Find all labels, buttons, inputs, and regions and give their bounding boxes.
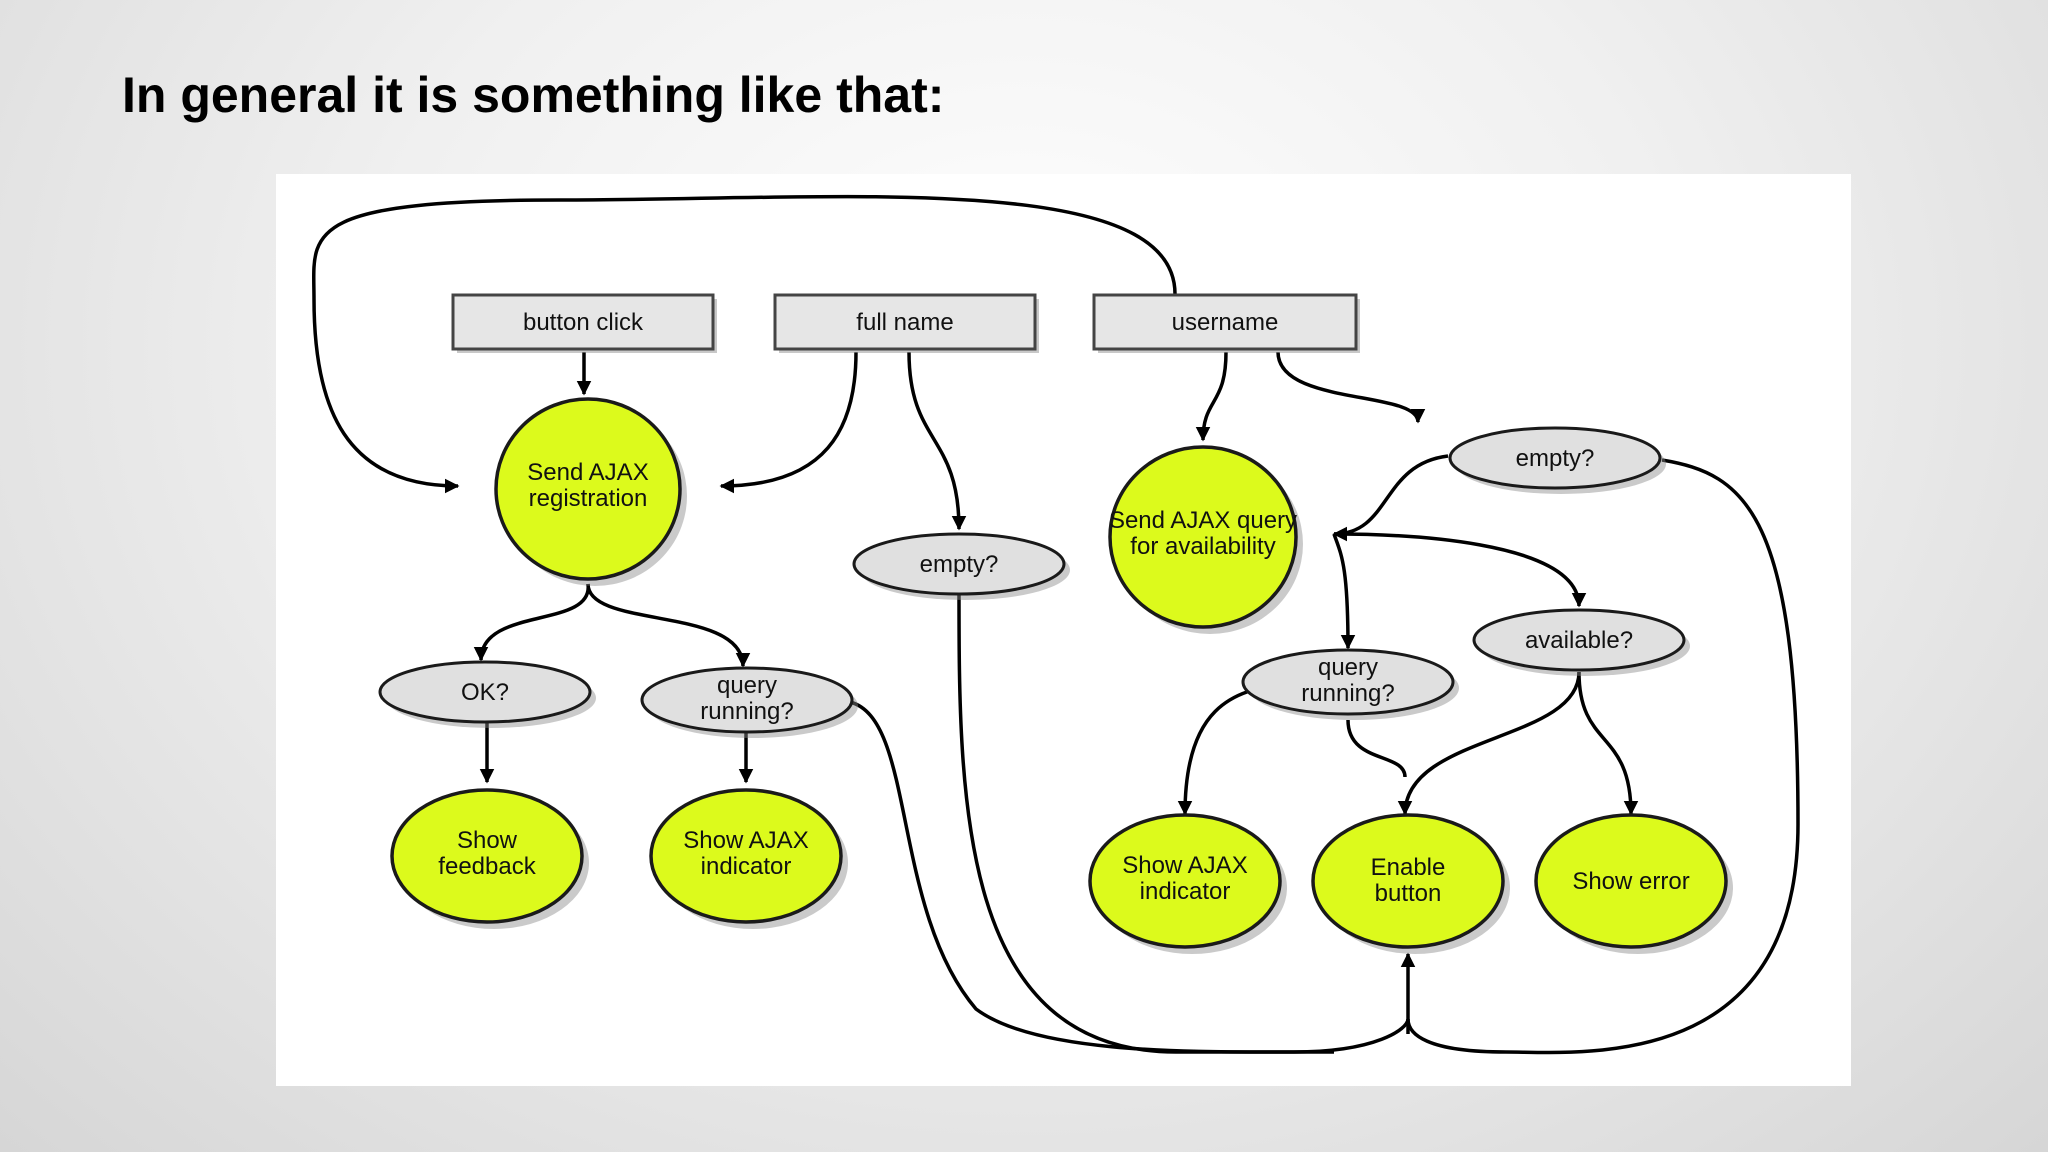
edge-query-to-query-running-right bbox=[1332, 533, 1356, 650]
svg-text:Show error: Show error bbox=[1572, 868, 1689, 895]
edge-fullname-to-registration bbox=[719, 351, 858, 494]
node-show-error: Show error bbox=[1534, 813, 1733, 954]
flowchart-diagram: button click full name username Send AJA… bbox=[276, 174, 1851, 1086]
svg-text:empty?: empty? bbox=[1516, 445, 1595, 472]
svg-text:empty?: empty? bbox=[920, 551, 999, 578]
edge-empty2-to-query bbox=[1332, 454, 1449, 542]
edge-fullname-to-empty bbox=[907, 351, 967, 531]
svg-text:available?: available? bbox=[1525, 627, 1633, 654]
edge-query-to-available bbox=[1333, 532, 1587, 608]
edge-username-to-registration bbox=[312, 194, 1177, 494]
condition-available: available? bbox=[1472, 608, 1690, 676]
edge-available-to-enable bbox=[1397, 671, 1581, 816]
input-label-button-click: button click bbox=[523, 309, 644, 336]
edge-available-to-show-error bbox=[1577, 671, 1639, 816]
edge-qrright-to-enable bbox=[1346, 719, 1407, 778]
condition-empty-username: empty? bbox=[1448, 426, 1666, 494]
edge-username-to-empty2 bbox=[1276, 351, 1426, 424]
edge-empty-to-enable bbox=[957, 589, 1334, 1054]
input-label-full-name: full name bbox=[856, 309, 953, 336]
edge-registration-to-query-running bbox=[586, 583, 751, 668]
edge-empty2-to-enable bbox=[1406, 458, 1800, 1055]
input-box-full-name: full name bbox=[773, 293, 1039, 353]
edge-username-to-query bbox=[1195, 351, 1228, 442]
edge-queryrunning-to-enable bbox=[849, 700, 1410, 1054]
edge-registration-to-ok bbox=[473, 583, 590, 662]
condition-empty-fullname: empty? bbox=[852, 532, 1070, 600]
input-box-username: username bbox=[1092, 293, 1360, 353]
svg-text:OK?: OK? bbox=[461, 679, 509, 706]
edges bbox=[312, 194, 1800, 1055]
input-label-username: username bbox=[1172, 309, 1279, 336]
slide-title: In general it is something like that: bbox=[122, 67, 945, 123]
input-box-button-click: button click bbox=[451, 293, 717, 353]
condition-ok: OK? bbox=[378, 660, 596, 728]
